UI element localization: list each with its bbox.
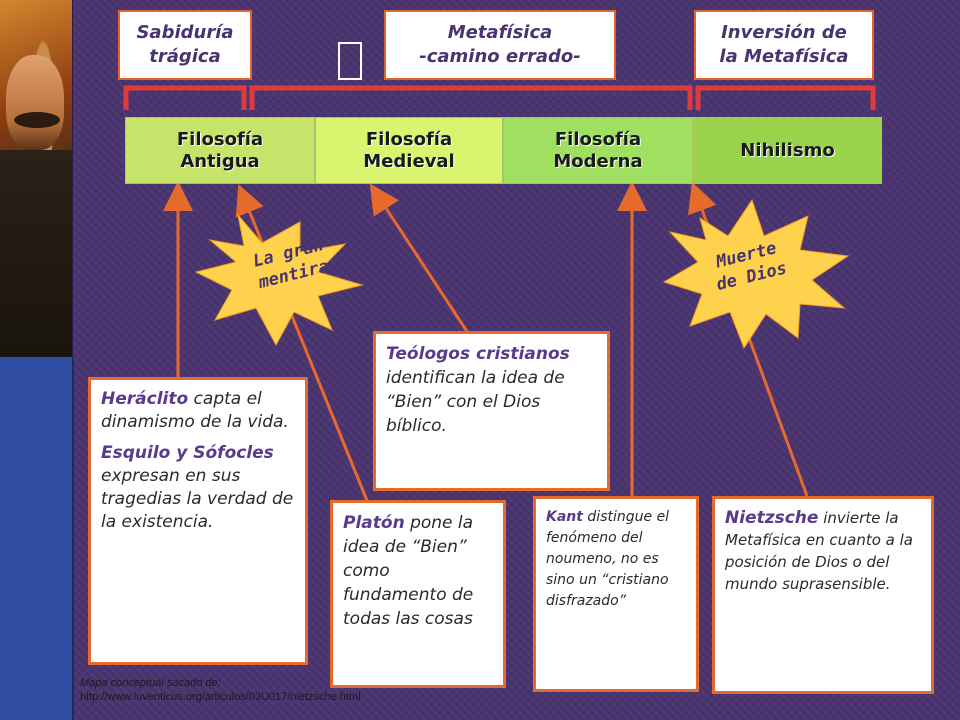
star-gran-mentira-shape	[194, 213, 364, 347]
box-line: -camino errado-	[419, 46, 581, 67]
card-kant: Kant distingue el fenómeno del noumeno, …	[533, 496, 699, 692]
sidebar-panel	[0, 357, 74, 720]
period-label: Nihilismo	[740, 139, 835, 161]
box-line: Sabiduría	[136, 22, 234, 43]
card-paragraph: Nietzsche invierte la Metafísica en cuan…	[725, 507, 921, 595]
card-name: Heráclito	[101, 389, 189, 409]
period-label: Filosofía	[554, 128, 642, 150]
bracket-metafisica	[249, 85, 693, 110]
card-paragraph: Platón pone la idea de “Bien” como funda…	[343, 511, 493, 631]
portrait-mustache	[14, 112, 60, 128]
period-label: Filosofía	[176, 128, 264, 150]
card-name: Platón	[343, 513, 405, 533]
card-paragraph: Esquilo y Sófocles expresan en sus trage…	[101, 442, 295, 534]
card-paragraph: Kant distingue el fenómeno del noumeno, …	[546, 507, 686, 612]
nietzsche-portrait	[0, 0, 73, 357]
source-line: Mapa conceptual sacado de:	[80, 677, 221, 689]
box-line: la Metafísica	[719, 46, 849, 67]
card-text: capta el dinamismo de la vida.	[101, 389, 289, 432]
card-platon: Platón pone la idea de “Bien” como funda…	[330, 500, 506, 688]
box-inversion-metafisica: Inversión de la Metafísica	[694, 10, 874, 80]
card-text: invierte la Metafísica en cuanto a la po…	[725, 509, 913, 593]
card-name: Nietzsche	[725, 508, 819, 528]
card-text: expresan en sus tragedias la verdad de l…	[101, 466, 294, 532]
source-url[interactable]: http://www.luventicus.org/articulos/03U0…	[80, 691, 361, 703]
box-sabiduria-tragica: Sabiduría trágica	[118, 10, 252, 80]
card-teologos: Teólogos cristianos identifican la idea …	[373, 331, 610, 491]
source-citation: Mapa conceptual sacado de: http://www.lu…	[80, 676, 361, 704]
period-medieval: Filosofía Medieval	[315, 117, 503, 184]
period-nihilismo: Nihilismo	[693, 117, 882, 184]
period-label: Moderna	[553, 150, 643, 172]
card-paragraph: Heráclito capta el dinamismo de la vida.	[101, 388, 295, 434]
card-text: pone la idea de “Bien” como fundamento d…	[343, 513, 474, 629]
card-heraclito: Heráclito capta el dinamismo de la vida.…	[88, 377, 308, 665]
period-label: Antigua	[180, 150, 260, 172]
period-label: Filosofía	[365, 128, 453, 150]
period-label: Medieval	[363, 150, 455, 172]
missing-glyph-icon	[338, 42, 362, 80]
card-name: Teólogos cristianos	[386, 344, 570, 364]
card-text: identifican la idea de “Bien” con el Dio…	[386, 368, 565, 436]
card-paragraph: Teólogos cristianos identifican la idea …	[386, 342, 597, 438]
portrait-coat	[0, 150, 72, 357]
portrait-face	[6, 55, 64, 150]
card-nietzsche: Nietzsche invierte la Metafísica en cuan…	[712, 496, 934, 694]
bracket-inversion	[695, 85, 876, 110]
bracket-sabiduria	[123, 85, 247, 110]
period-antigua: Filosofía Antigua	[125, 117, 315, 184]
star-muerte-dios-shape	[662, 198, 850, 350]
card-name: Kant	[546, 509, 583, 525]
box-line: Inversión de	[721, 22, 847, 43]
arrow-teologos	[369, 183, 470, 334]
card-name: Esquilo y Sófocles	[101, 443, 274, 463]
box-line: trágica	[149, 46, 221, 67]
box-line: Metafísica	[447, 22, 553, 43]
card-text: distingue el fenómeno del noumeno, no es…	[546, 509, 670, 609]
box-metafisica: Metafísica -camino errado-	[384, 10, 616, 80]
period-moderna: Filosofía Moderna	[503, 117, 693, 184]
